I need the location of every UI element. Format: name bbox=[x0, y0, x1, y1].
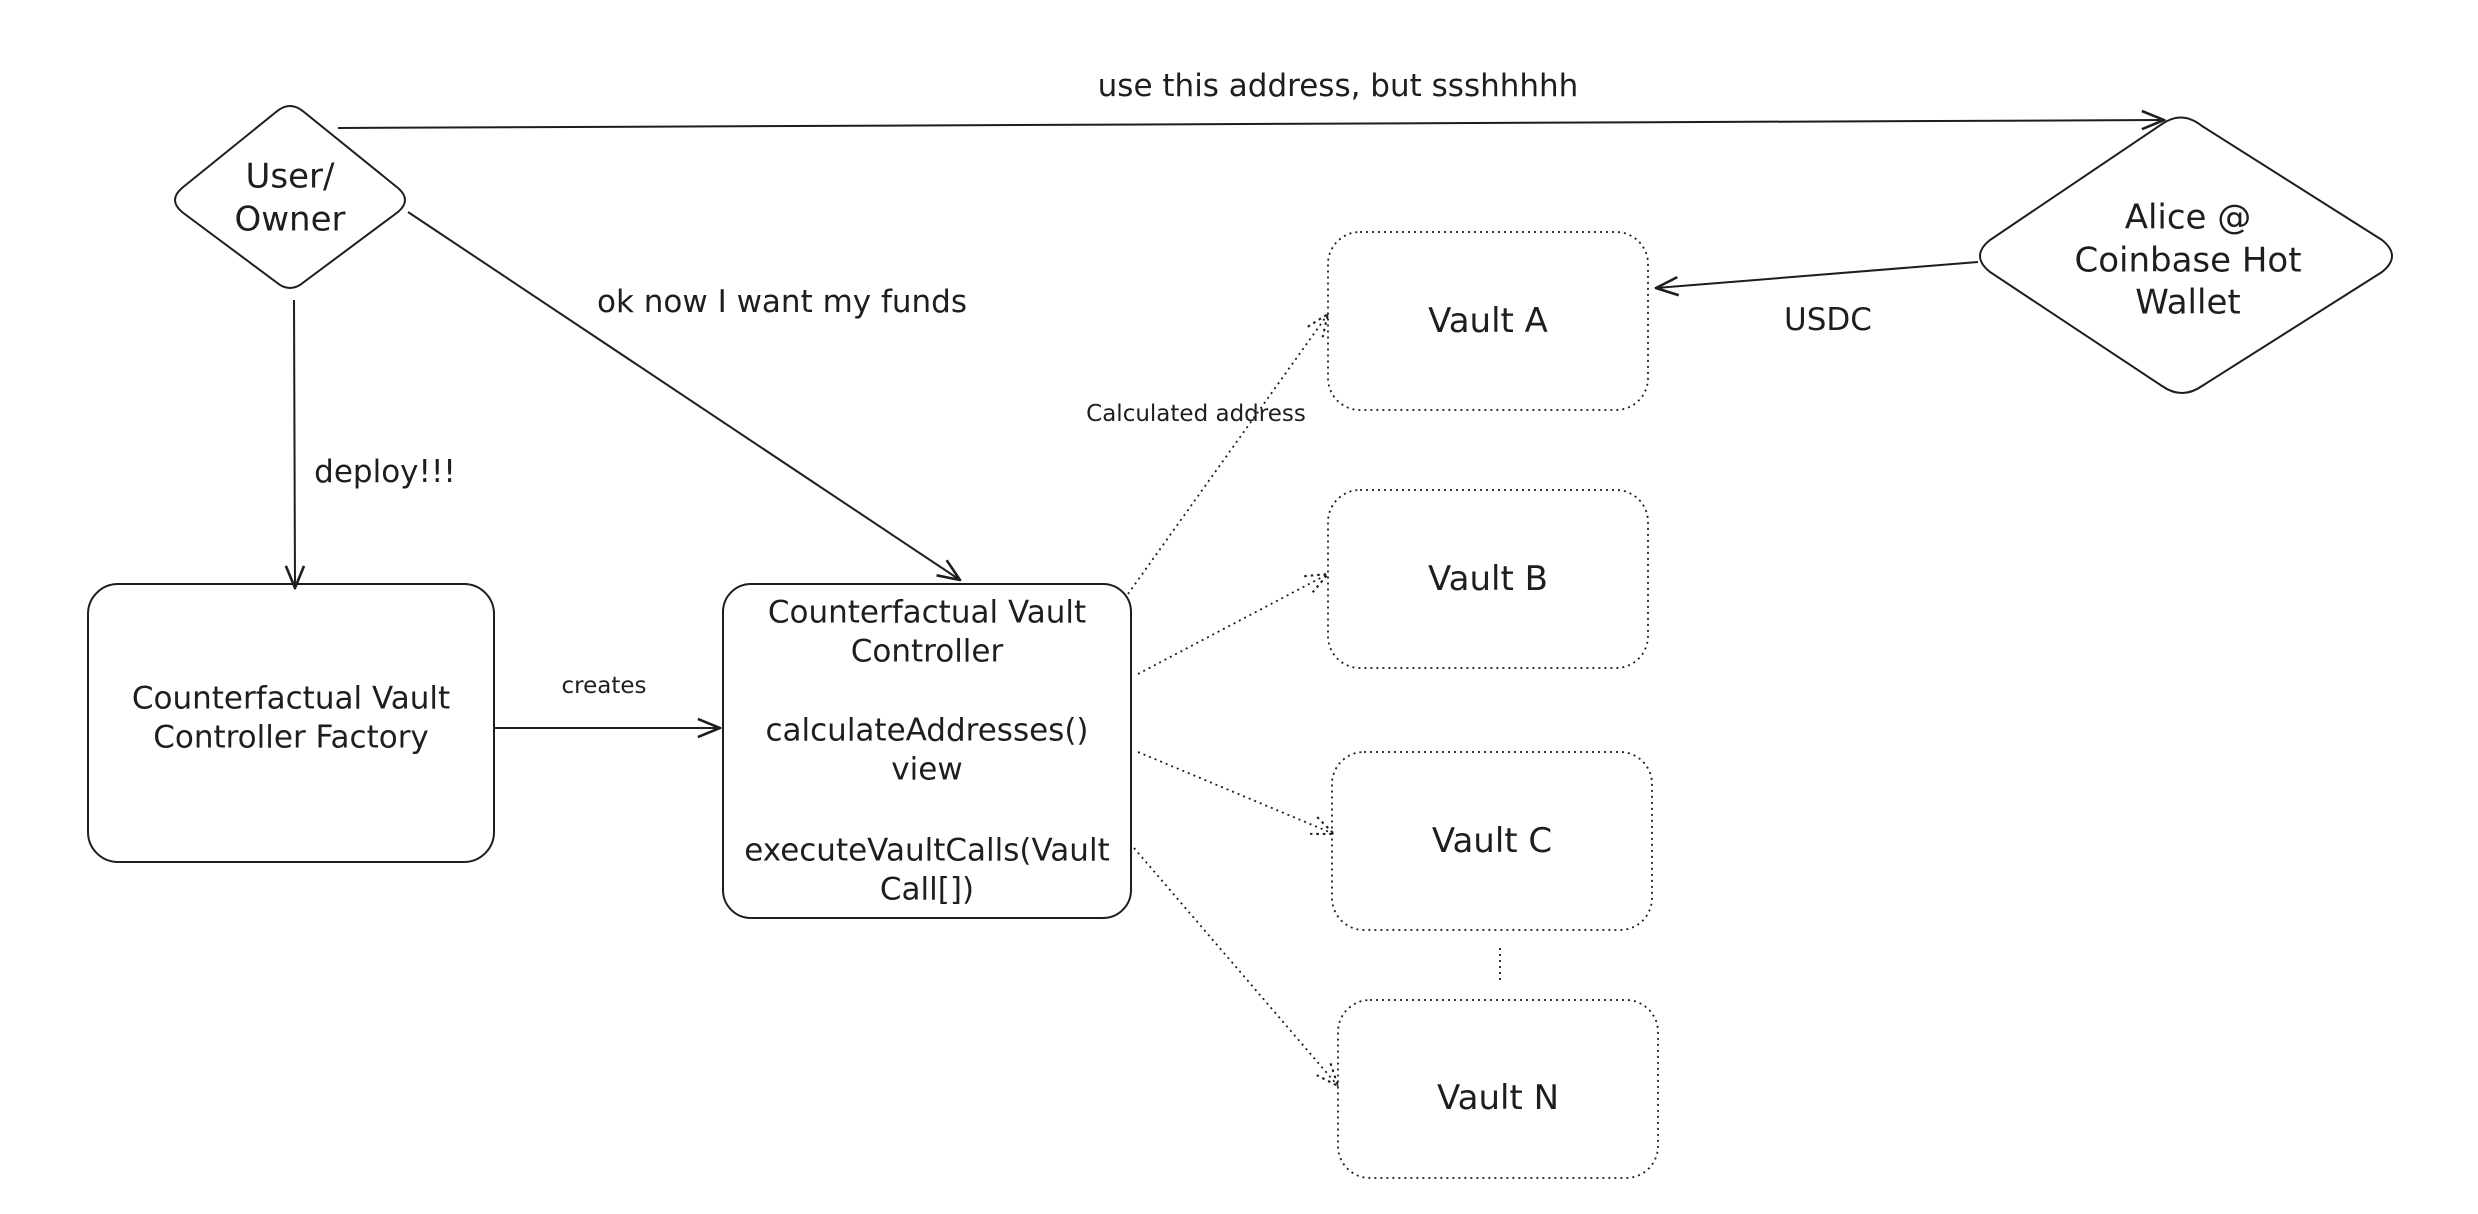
usdc-arrow bbox=[1656, 261, 1979, 288]
factory-label: Counterfactual Vault Controller Factory bbox=[131, 680, 451, 755]
calc-arrow-vault-c bbox=[1137, 751, 1334, 834]
alice-wallet-label: Alice @ Coinbase Hot Wallet bbox=[2074, 197, 2302, 323]
usdc-edge-label: USDC bbox=[1784, 302, 1872, 338]
controller-method-calculate: calculateAddresses() view bbox=[765, 712, 1089, 787]
want-funds-edge-label: ok now I want my funds bbox=[596, 284, 968, 320]
vault-c-label: Vault C bbox=[1431, 821, 1553, 861]
use-address-arrow bbox=[337, 120, 2164, 128]
calc-arrow-vault-b bbox=[1137, 574, 1328, 675]
creates-edge-label: creates bbox=[561, 673, 647, 699]
use-address-edge-label: use this address, but ssshhhhh bbox=[1097, 68, 1579, 104]
alice-wallet-node bbox=[1979, 116, 2393, 394]
deploy-arrow bbox=[294, 299, 295, 588]
deploy-edge-label: deploy!!! bbox=[314, 454, 456, 490]
vault-c-node bbox=[1331, 751, 1653, 931]
vault-a-label: Vault A bbox=[1428, 301, 1548, 341]
calc-arrow-vault-n bbox=[1133, 847, 1338, 1086]
vault-n-label: Vault N bbox=[1436, 1078, 1560, 1118]
user-owner-node bbox=[174, 105, 406, 289]
controller-node bbox=[722, 583, 1132, 919]
calculated-address-edge-label: Calculated address bbox=[1086, 401, 1306, 427]
vault-n-node bbox=[1337, 999, 1659, 1179]
controller-method-execute: executeVaultCalls(Vault Call[]) bbox=[744, 832, 1110, 907]
vault-a-node bbox=[1327, 231, 1649, 411]
user-owner-label: User/ Owner bbox=[234, 156, 346, 240]
vault-b-node bbox=[1327, 489, 1649, 669]
controller-title: Counterfactual Vault Controller bbox=[767, 594, 1087, 669]
calc-arrow-vault-a bbox=[1127, 314, 1328, 595]
vault-b-label: Vault B bbox=[1428, 559, 1548, 599]
want-funds-arrow bbox=[407, 211, 960, 580]
